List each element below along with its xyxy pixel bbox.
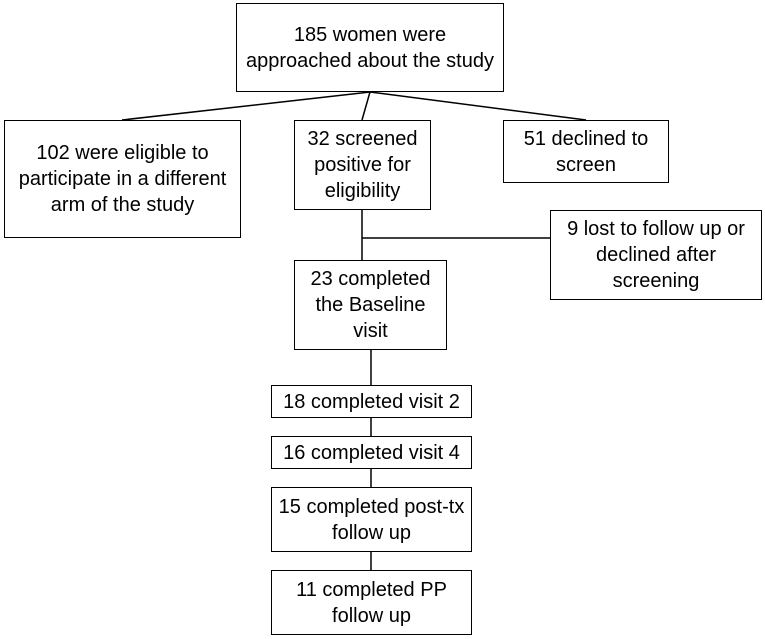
node-screened-positive-label: 32 screened positive for eligibility (307, 128, 418, 202)
node-visit2: 18 completed visit 2 (271, 385, 472, 418)
node-pp-followup-label: 11 completed PP follow up (296, 578, 447, 627)
node-lost-followup-label: 9 lost to follow up or declined after sc… (567, 218, 745, 292)
node-eligible-other-arm-label: 102 were eligible to participate in a di… (18, 142, 227, 216)
node-post-tx-label: 15 completed post-tx follow up (278, 495, 465, 544)
node-approached: 185 women were approached about the stud… (236, 3, 504, 92)
node-visit4: 16 completed visit 4 (271, 436, 472, 469)
node-visit2-label: 18 completed visit 2 (283, 390, 460, 413)
node-screened-positive: 32 screened positive for eligibility (294, 120, 431, 210)
node-post-tx: 15 completed post-tx follow up (271, 487, 472, 552)
node-lost-followup: 9 lost to follow up or declined after sc… (550, 210, 762, 300)
node-visit4-label: 16 completed visit 4 (283, 441, 460, 464)
node-eligible-other-arm: 102 were eligible to participate in a di… (4, 120, 241, 238)
edge-approached-to-eligible-other-arm (121, 91, 371, 121)
node-approached-label: 185 women were approached about the stud… (246, 23, 494, 72)
node-baseline: 23 completed the Baseline visit (294, 260, 447, 350)
node-baseline-label: 23 completed the Baseline visit (310, 268, 431, 342)
node-declined-screen-label: 51 declined to screen (523, 127, 649, 176)
node-pp-followup: 11 completed PP follow up (271, 570, 472, 635)
edge-approached-to-screened-positive (361, 91, 371, 121)
edge-approached-to-declined-screen (369, 91, 587, 121)
node-declined-screen: 51 declined to screen (503, 120, 669, 183)
